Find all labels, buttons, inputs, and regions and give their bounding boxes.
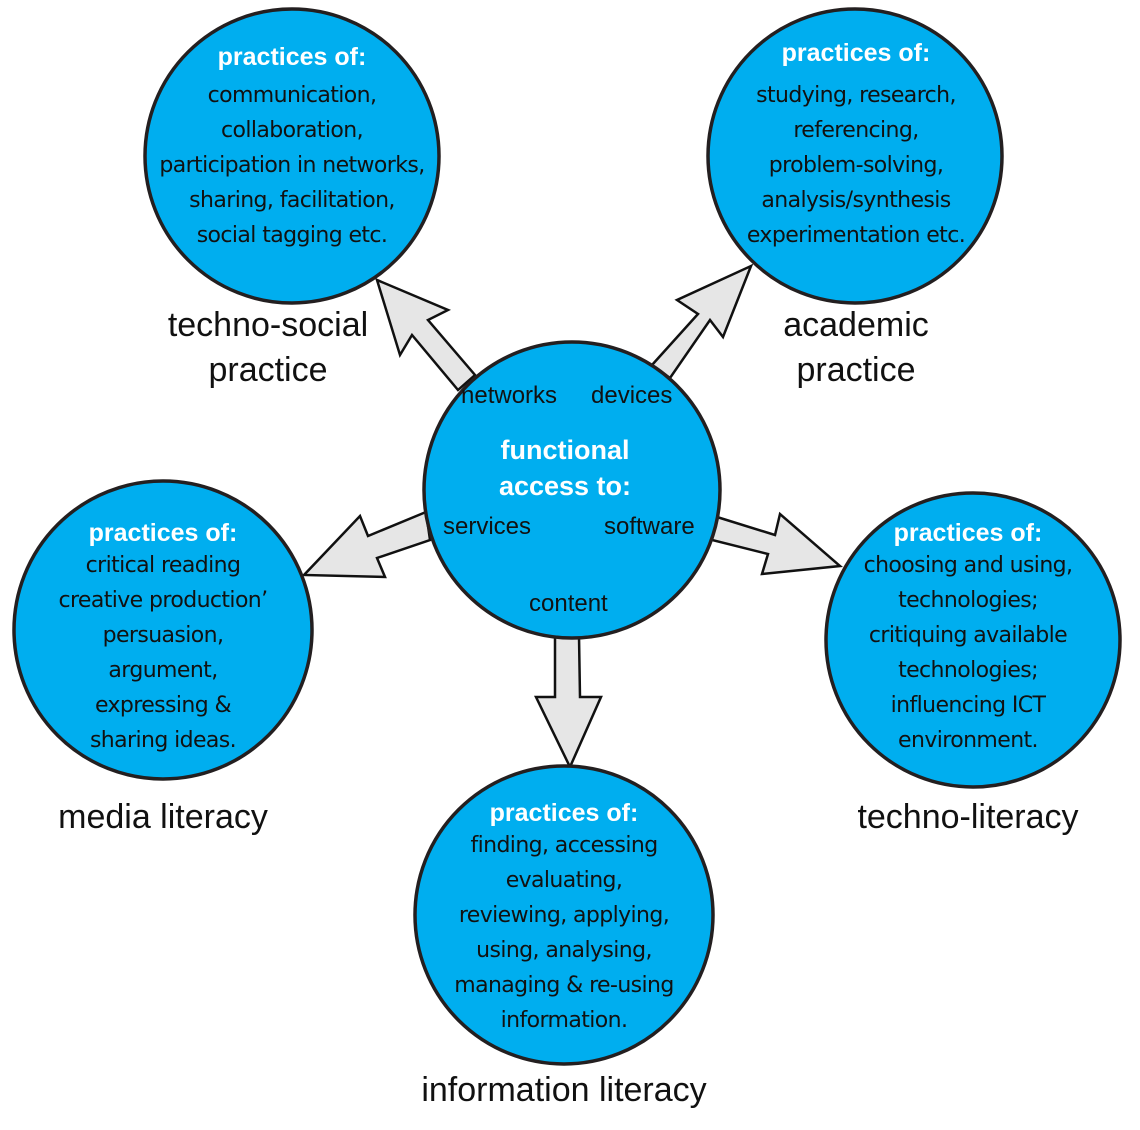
node-line: participation in networks,: [159, 153, 425, 178]
caption-line2: practice: [208, 351, 328, 389]
caption-information-literacy: information literacy: [364, 1068, 764, 1113]
node-line: problem-solving,: [768, 153, 944, 178]
node-line: choosing and using,: [863, 553, 1073, 578]
caption-techno-social: techno-social practice: [118, 303, 418, 393]
node-line: studying, research,: [756, 83, 956, 108]
node-line: influencing ICT: [890, 693, 1046, 718]
node-line: managing & re-using: [454, 973, 674, 998]
circle-techno-social: [143, 7, 441, 305]
node-line: collaboration,: [221, 118, 364, 143]
circle-academic: [706, 7, 1004, 305]
center-heading-line2: access to:: [498, 471, 632, 501]
node-line: experimentation etc.: [746, 223, 966, 248]
caption-line1: techno-literacy: [857, 798, 1079, 836]
circle-techno-literacy: [824, 491, 1122, 789]
node-academic: practices of: studying, research, refere…: [706, 38, 1006, 253]
node-heading: practices of:: [217, 43, 367, 71]
node-heading: practices of:: [893, 519, 1043, 547]
node-line: creative production’: [58, 588, 268, 613]
caption-line1: media literacy: [58, 798, 268, 836]
arrow-to-media-literacy: [301, 510, 432, 579]
arrow-to-techno-social: [375, 277, 477, 392]
center-heading: functional access to:: [445, 432, 685, 504]
center-item-networks: networks: [461, 382, 558, 409]
node-line: sharing, facilitation,: [189, 188, 395, 213]
node-line: using, analysing,: [476, 938, 652, 963]
node-line: sharing ideas.: [89, 728, 237, 753]
node-line: critical reading: [85, 553, 241, 578]
center-item-content: content: [529, 590, 608, 617]
node-line: environment.: [898, 728, 1039, 753]
arrow-to-techno-literacy: [710, 511, 844, 576]
arrow-to-information-literacy: [534, 634, 603, 770]
caption-line1: academic: [783, 306, 929, 344]
caption-academic: academic practice: [706, 303, 1006, 393]
node-line: critiquing available: [868, 623, 1068, 648]
caption-line1: techno-social: [167, 306, 369, 344]
node-line: expressing &: [94, 693, 232, 718]
node-line: communication,: [207, 83, 377, 108]
node-line: referencing,: [793, 118, 919, 143]
node-line: information.: [500, 1008, 628, 1033]
node-line: argument,: [108, 658, 218, 683]
node-line: finding, accessing: [470, 833, 658, 858]
node-heading: practices of:: [781, 39, 931, 67]
center-item-devices: devices: [591, 382, 673, 409]
node-line: analysis/synthesis: [761, 188, 951, 213]
node-heading: practices of:: [88, 519, 238, 547]
node-line: technologies;: [898, 658, 1038, 683]
node-line: social tagging etc.: [196, 223, 388, 248]
node-heading: practices of:: [489, 799, 639, 827]
circle-media-literacy: [12, 479, 314, 781]
node-techno-literacy: practices of: choosing and using, techno…: [818, 518, 1118, 758]
caption-line2: practice: [796, 351, 916, 389]
node-line: reviewing, applying,: [458, 903, 670, 928]
node-media-literacy: practices of: critical reading creative …: [13, 518, 313, 758]
node-line: persuasion,: [102, 623, 224, 648]
circle-center: [422, 340, 722, 640]
arrow-to-academic: [650, 263, 754, 380]
node-techno-social: practices of: communication, collaborati…: [142, 42, 442, 253]
node-information-literacy: practices of: finding, accessing evaluat…: [414, 798, 714, 1038]
center-item-services: services: [443, 513, 532, 540]
node-line: evaluating,: [505, 868, 623, 893]
center-heading-line1: functional: [500, 435, 630, 465]
node-line: technologies;: [898, 588, 1038, 613]
caption-media-literacy: media literacy: [13, 795, 313, 840]
caption-techno-literacy: techno-literacy: [818, 795, 1118, 840]
center-item-software: software: [604, 513, 695, 540]
caption-line1: information literacy: [421, 1071, 707, 1109]
circle-information-literacy: [413, 764, 715, 1066]
